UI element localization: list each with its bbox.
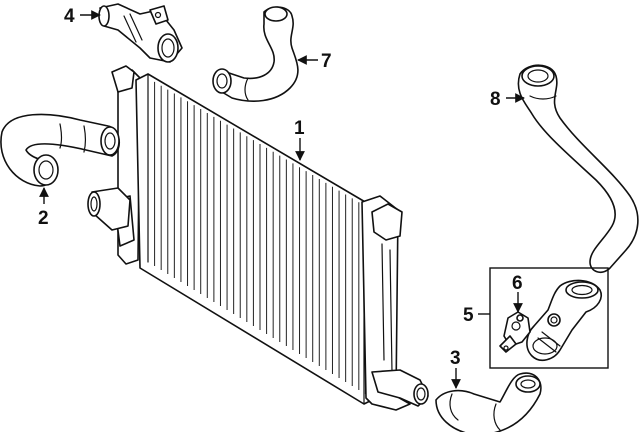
hose-right-top-end bbox=[521, 65, 555, 87]
hose-lower-end bbox=[515, 375, 541, 393]
outlet-pipe-opening bbox=[413, 383, 429, 405]
coupling-pipe-opening bbox=[565, 281, 599, 299]
callout-8: 8 bbox=[490, 89, 501, 110]
sensor-kit-box bbox=[489, 267, 609, 369]
callout-7: 7 bbox=[321, 51, 332, 72]
connector-pipe-top-tab bbox=[149, 5, 169, 25]
callout-1: 1 bbox=[294, 118, 305, 139]
hose-upper[interactable] bbox=[212, 6, 299, 102]
connector-pipe-top[interactable] bbox=[98, 3, 183, 63]
callout-labels: 1 2 3 4 5 6 7 8 bbox=[38, 6, 523, 369]
right-mount-bracket bbox=[371, 203, 403, 241]
pressure-sensor[interactable] bbox=[499, 311, 531, 353]
hose-upper-top-end bbox=[264, 6, 288, 22]
callout-6: 6 bbox=[512, 273, 523, 294]
intercooler-core[interactable] bbox=[87, 65, 429, 411]
callout-5: 5 bbox=[463, 305, 474, 326]
coupling-pipe[interactable] bbox=[526, 279, 602, 362]
hose-lower[interactable] bbox=[435, 372, 542, 432]
core-body bbox=[135, 73, 377, 405]
left-mount-bracket bbox=[111, 65, 135, 93]
hose-upper-bottom-end bbox=[212, 68, 232, 94]
leader-lines bbox=[39, 10, 525, 389]
callout-4: 4 bbox=[64, 6, 75, 27]
right-end-tank bbox=[361, 195, 411, 411]
hose-left[interactable] bbox=[0, 113, 120, 187]
hose-left-end-cuff bbox=[100, 126, 120, 156]
inlet-pipe-opening bbox=[87, 191, 101, 217]
callout-3: 3 bbox=[450, 348, 461, 369]
hose-right[interactable] bbox=[517, 64, 639, 274]
callout-2: 2 bbox=[38, 208, 49, 229]
connector-pipe-top-opening bbox=[157, 33, 179, 63]
hose-left-lower-end bbox=[33, 154, 59, 186]
